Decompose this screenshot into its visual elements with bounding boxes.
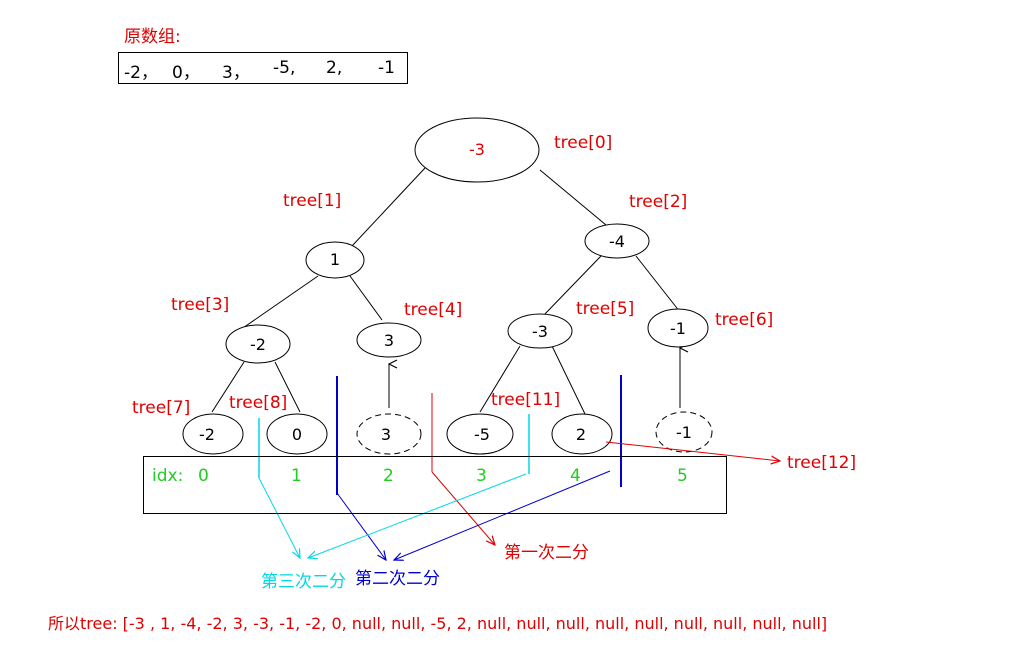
array-cell: -2， [124, 63, 158, 83]
tree-label-3: tree[3] [171, 295, 230, 315]
array-cell: -5, [273, 58, 296, 78]
pointer-split-2a [336, 492, 386, 560]
original-array-box [118, 52, 408, 84]
tree-label-6: tree[6] [715, 310, 774, 330]
tree-label-0: tree[0] [554, 133, 613, 153]
node-11-value: 2 [575, 425, 587, 444]
pointer-split-3a [258, 477, 300, 558]
idx-box [143, 456, 727, 514]
tree-label-2: tree[2] [629, 192, 688, 212]
idx-value: 2 [383, 466, 394, 486]
node-1-value: 1 [329, 250, 341, 269]
idx-value: 4 [570, 466, 581, 486]
idx-value: 0 [198, 466, 209, 486]
edge-2-6 [635, 255, 681, 313]
node-8 [266, 413, 328, 455]
node-8-value: 0 [291, 425, 303, 444]
node-4 [356, 322, 422, 358]
tree-label-1: tree[1] [283, 191, 342, 211]
pointer-tree12 [605, 441, 780, 461]
split-caption-1: 第一次二分 [504, 543, 589, 563]
node-6 [647, 308, 709, 348]
pointer-split-3b [308, 473, 527, 558]
tree-label-7: tree[7] [132, 398, 191, 418]
idx-value: 5 [677, 466, 688, 486]
node-1 [305, 241, 365, 279]
edge-0-2 [539, 169, 607, 226]
edge-3-8 [274, 361, 301, 413]
idx-value: 1 [291, 466, 302, 486]
idx-label: idx: [152, 466, 184, 486]
node-11 [551, 413, 613, 455]
edge-5-10 [479, 345, 521, 413]
pointer-split-1 [431, 471, 495, 545]
array-cell: 0， [172, 63, 200, 83]
edge-2-5 [542, 255, 602, 317]
tree-label-4: tree[4] [404, 300, 463, 320]
tree-label-11: tree[11] [491, 390, 561, 410]
node-leaf-neg1-value: -1 [676, 423, 692, 442]
original-array-title: 原数组: [124, 27, 181, 47]
node-6-value: -1 [670, 319, 686, 338]
node-10 [446, 413, 514, 455]
split-caption-3: 第三次二分 [261, 572, 346, 592]
node-4-value: 3 [383, 331, 395, 350]
tree-label-8: tree[8] [229, 393, 288, 413]
node-2 [584, 223, 650, 259]
array-cell: 2, [326, 58, 343, 78]
node-7 [182, 413, 244, 455]
edge-0-1 [351, 167, 426, 247]
tree-label-5: tree[5] [576, 299, 635, 319]
node-7-value: -2 [199, 425, 215, 444]
tree-label-12: tree[12] [787, 453, 857, 473]
tree-edges [211, 167, 681, 415]
array-cell: -1 [378, 58, 395, 78]
node-5 [507, 313, 573, 349]
edge-3-7 [211, 361, 245, 413]
edge-1-4 [349, 275, 383, 321]
result-line: 所以tree: [-3 , 1, -4, -2, 3, -3, -1, -2, … [48, 614, 828, 633]
node-5-value: -3 [532, 322, 548, 341]
node-3 [225, 324, 291, 364]
node-0-value: -3 [469, 140, 485, 159]
node-2-value: -4 [609, 232, 625, 251]
array-cell: 3， [222, 63, 250, 83]
node-10-value: -5 [474, 425, 490, 444]
node-leaf-neg1 [655, 411, 713, 453]
node-3-value: -2 [250, 335, 266, 354]
edge-5-11 [551, 345, 586, 415]
split-caption-2: 第二次二分 [355, 569, 440, 589]
node-0 [414, 117, 540, 183]
node-leaf-3-value: 3 [380, 425, 392, 444]
pointer-split-2b [394, 470, 611, 560]
edge-1-3 [239, 275, 319, 331]
idx-value: 3 [476, 466, 487, 486]
node-leaf-3 [356, 413, 422, 455]
